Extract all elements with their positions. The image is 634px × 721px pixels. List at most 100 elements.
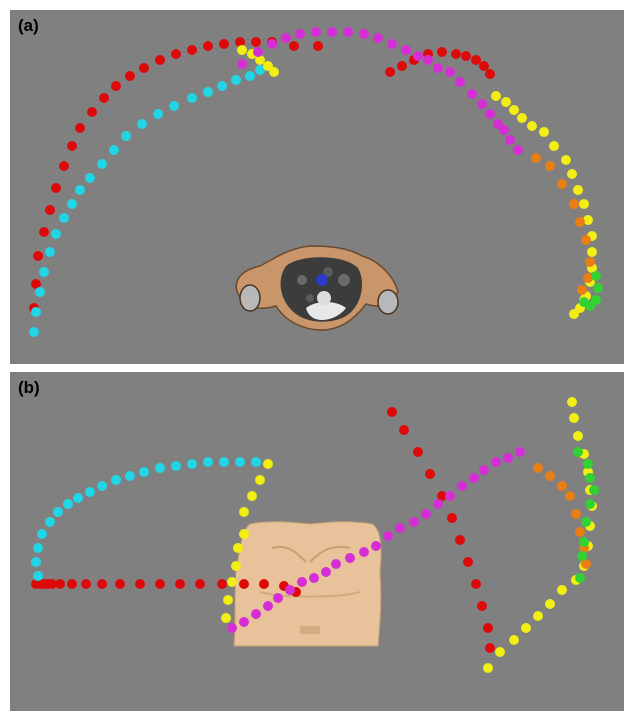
yellow-marker [237, 45, 247, 55]
magenta-marker [321, 567, 331, 577]
yellow-marker [569, 309, 579, 319]
cyan-marker [155, 463, 165, 473]
red-marker [203, 41, 213, 51]
magenta-marker [239, 617, 249, 627]
green-marker [585, 499, 595, 509]
red-marker [155, 55, 165, 65]
yellow-marker [573, 185, 583, 195]
yellow-marker [239, 529, 249, 539]
orange-marker [531, 153, 541, 163]
cyan-marker [45, 247, 55, 257]
yellow-marker [233, 543, 243, 553]
magenta-marker [359, 29, 369, 39]
ct-body-section [236, 246, 398, 330]
magenta-marker [343, 27, 353, 37]
torso-model [234, 522, 381, 646]
magenta-marker [477, 99, 487, 109]
red-marker [447, 513, 457, 523]
magenta-marker [505, 135, 515, 145]
magenta-marker [309, 573, 319, 583]
magenta-marker [297, 577, 307, 587]
red-marker [399, 425, 409, 435]
magenta-marker [469, 473, 479, 483]
cyan-marker [251, 457, 261, 467]
red-marker [463, 557, 473, 567]
red-marker [483, 623, 493, 633]
magenta-marker [479, 465, 489, 475]
cyan-marker [217, 81, 227, 91]
magenta-marker [331, 559, 341, 569]
yellow-marker [567, 397, 577, 407]
magenta-marker [499, 125, 509, 135]
cyan-marker [139, 467, 149, 477]
magenta-marker [237, 59, 247, 69]
green-marker [591, 271, 601, 281]
red-marker [115, 579, 125, 589]
green-marker [579, 297, 589, 307]
yellow-marker [569, 413, 579, 423]
orange-marker [565, 491, 575, 501]
cyan-marker [29, 327, 39, 337]
red-marker [135, 579, 145, 589]
red-marker [67, 579, 77, 589]
yellow-marker [533, 611, 543, 621]
magenta-marker [423, 55, 433, 65]
red-marker [111, 81, 121, 91]
yellow-marker [509, 105, 519, 115]
red-marker [437, 47, 447, 57]
yellow-marker [239, 507, 249, 517]
cyan-marker [125, 471, 135, 481]
yellow-marker [227, 577, 237, 587]
red-marker [59, 161, 69, 171]
red-marker [81, 579, 91, 589]
yellow-marker [549, 141, 559, 151]
cyan-marker [53, 507, 63, 517]
cyan-marker [97, 159, 107, 169]
cyan-marker [121, 131, 131, 141]
red-marker [55, 579, 65, 589]
red-marker [471, 579, 481, 589]
orange-marker [581, 235, 591, 245]
red-marker [477, 601, 487, 611]
red-marker [387, 407, 397, 417]
red-marker [187, 45, 197, 55]
cyan-marker [171, 461, 181, 471]
yellow-marker [521, 623, 531, 633]
red-marker [471, 55, 481, 65]
yellow-marker [561, 155, 571, 165]
red-marker [455, 535, 465, 545]
panel-b-plot [10, 372, 624, 711]
magenta-marker [413, 51, 423, 61]
yellow-marker [527, 121, 537, 131]
red-marker [485, 69, 495, 79]
cyan-marker [203, 87, 213, 97]
red-marker [485, 643, 495, 653]
yellow-marker [587, 247, 597, 257]
magenta-marker [485, 109, 495, 119]
yellow-marker [539, 127, 549, 137]
magenta-marker [227, 623, 237, 633]
yellow-marker [501, 97, 511, 107]
green-marker [593, 283, 603, 293]
red-marker [461, 51, 471, 61]
red-marker [51, 183, 61, 193]
cyan-marker [245, 71, 255, 81]
cyan-marker [75, 185, 85, 195]
orange-marker [557, 179, 567, 189]
cyan-marker [73, 493, 83, 503]
red-marker [175, 579, 185, 589]
magenta-marker [467, 89, 477, 99]
magenta-marker [267, 39, 277, 49]
magenta-marker [295, 29, 305, 39]
red-marker [251, 37, 261, 47]
cyan-marker [219, 457, 229, 467]
red-marker [33, 251, 43, 261]
orange-marker [557, 481, 567, 491]
yellow-marker [557, 585, 567, 595]
red-marker [99, 93, 109, 103]
green-marker [573, 447, 583, 457]
green-marker [579, 537, 589, 547]
magenta-marker [387, 39, 397, 49]
orange-marker [545, 471, 555, 481]
